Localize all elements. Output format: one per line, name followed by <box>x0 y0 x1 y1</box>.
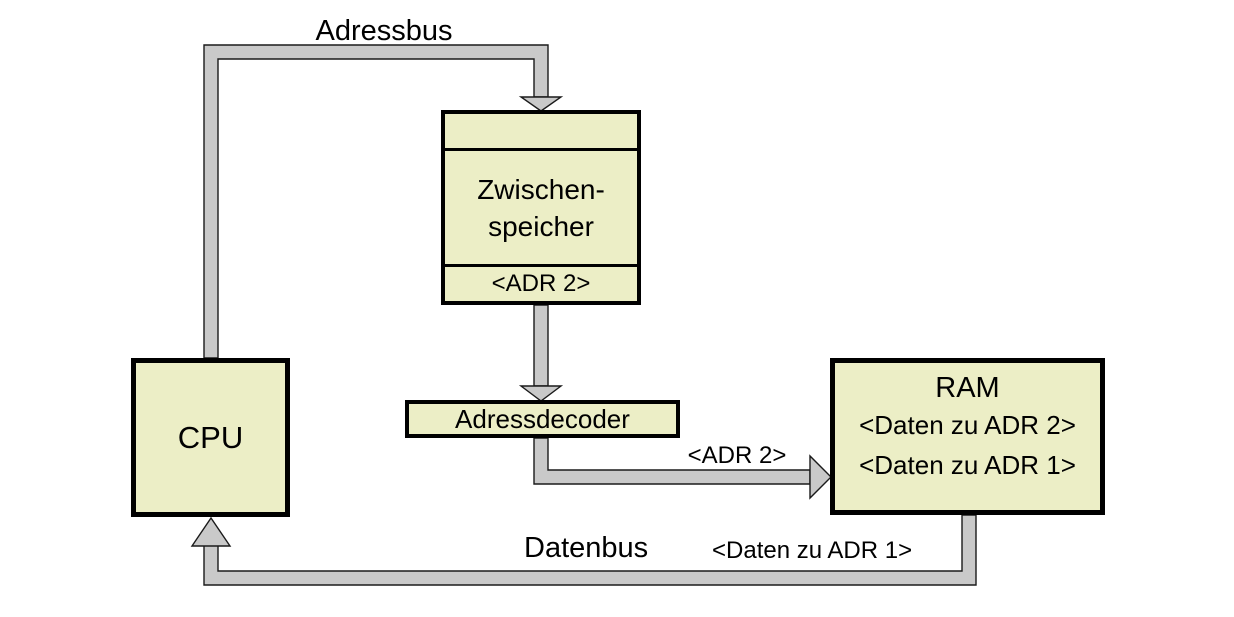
cpu-box: CPU <box>131 358 290 517</box>
zwischenspeicher-label: Zwischen- speicher <box>445 151 637 264</box>
zwischenspeicher-label-line1: Zwischen- <box>477 173 605 205</box>
adressbus-label: Adressbus <box>315 15 453 47</box>
zwischenspeicher-empty-section <box>445 114 637 148</box>
cpu-arrowhead-icon <box>190 516 232 547</box>
adressdecoder-label: Adressdecoder <box>455 403 630 434</box>
datenbus-label: Datenbus <box>524 532 649 564</box>
adr2-bus-label: <ADR 2> <box>687 442 787 469</box>
zwischenspeicher-divider-top <box>445 148 637 151</box>
datenbus-line <box>203 514 977 586</box>
adressdecoder-box: Adressdecoder <box>405 400 680 438</box>
zwischenspeicher-value: <ADR 2> <box>491 270 591 297</box>
daten-zu-adr1-bus-label: <Daten zu ADR 1> <box>712 537 913 564</box>
adressbus-arrowhead-icon <box>518 96 564 112</box>
zwischenspeicher-label-line2: speicher <box>488 210 594 242</box>
ram-box: RAM <Daten zu ADR 2> <Daten zu ADR 1> <box>830 358 1105 515</box>
zwischenspeicher-divider-bottom <box>445 264 637 267</box>
adressdecoder-arrowhead-icon <box>518 385 564 402</box>
ram-arrowhead-icon <box>809 454 832 500</box>
ram-entry: <Daten zu ADR 2> <box>859 410 1076 440</box>
cpu-label: CPU <box>177 419 244 455</box>
ram-entry: <Daten zu ADR 1> <box>859 450 1076 480</box>
zwischenspeicher-to-adressdecoder-line <box>533 304 549 387</box>
zwischenspeicher-box: Zwischen- speicher <ADR 2> <box>441 110 641 305</box>
ram-title: RAM <box>935 372 1000 404</box>
